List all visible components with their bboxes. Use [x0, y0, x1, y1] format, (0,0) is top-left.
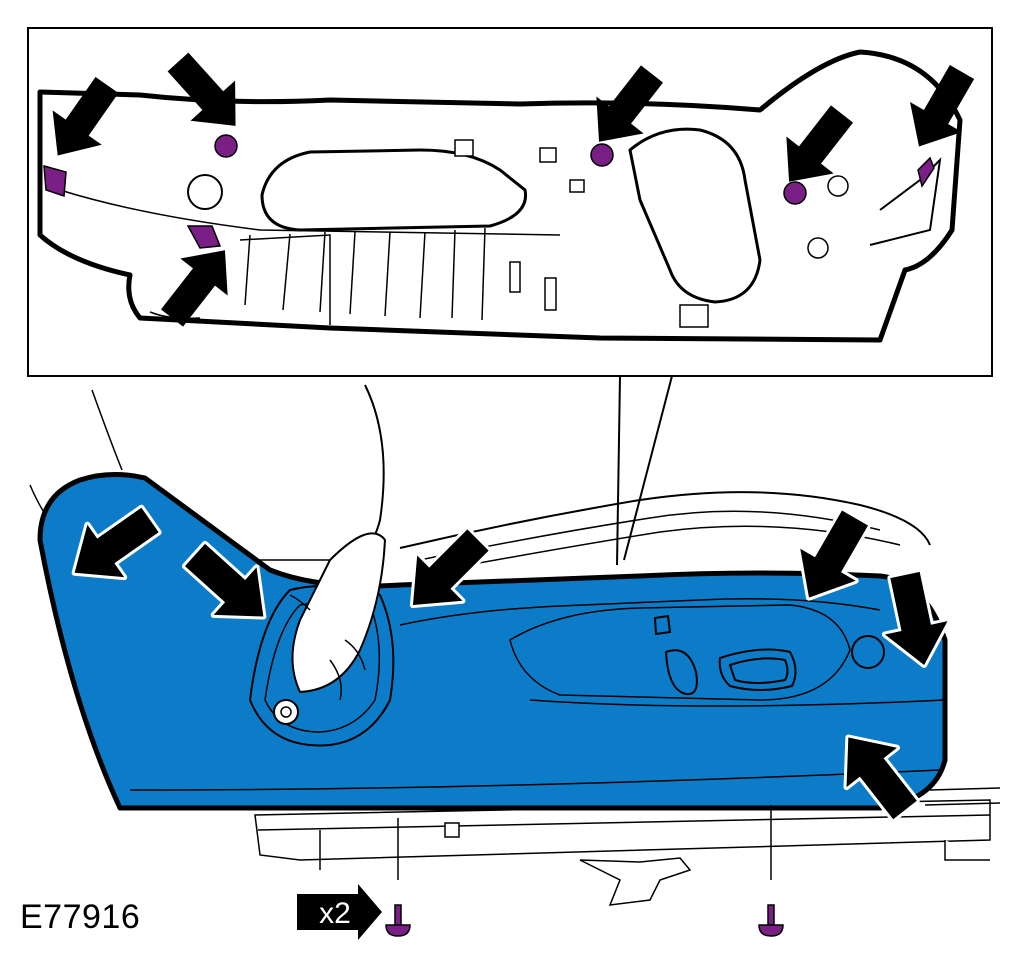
arrow-icon: [52, 52, 975, 327]
side-shield-panel: [37, 471, 948, 811]
cable-hole: [187, 174, 223, 210]
arrow-icon: [71, 504, 951, 823]
detail-view: [27, 27, 993, 566]
screw-icon: [758, 904, 784, 937]
leader-line: [623, 375, 673, 561]
quantity-tag: [297, 884, 382, 940]
figure-code: E77916: [20, 898, 141, 936]
recline-lever: [291, 532, 387, 694]
clip-icon: [43, 134, 935, 249]
leader-line: [616, 375, 621, 566]
main-view: [29, 384, 1001, 937]
screw-icon: [385, 904, 411, 937]
pivot-bolt: [273, 699, 299, 725]
quantity-callout: x2: [319, 897, 351, 930]
